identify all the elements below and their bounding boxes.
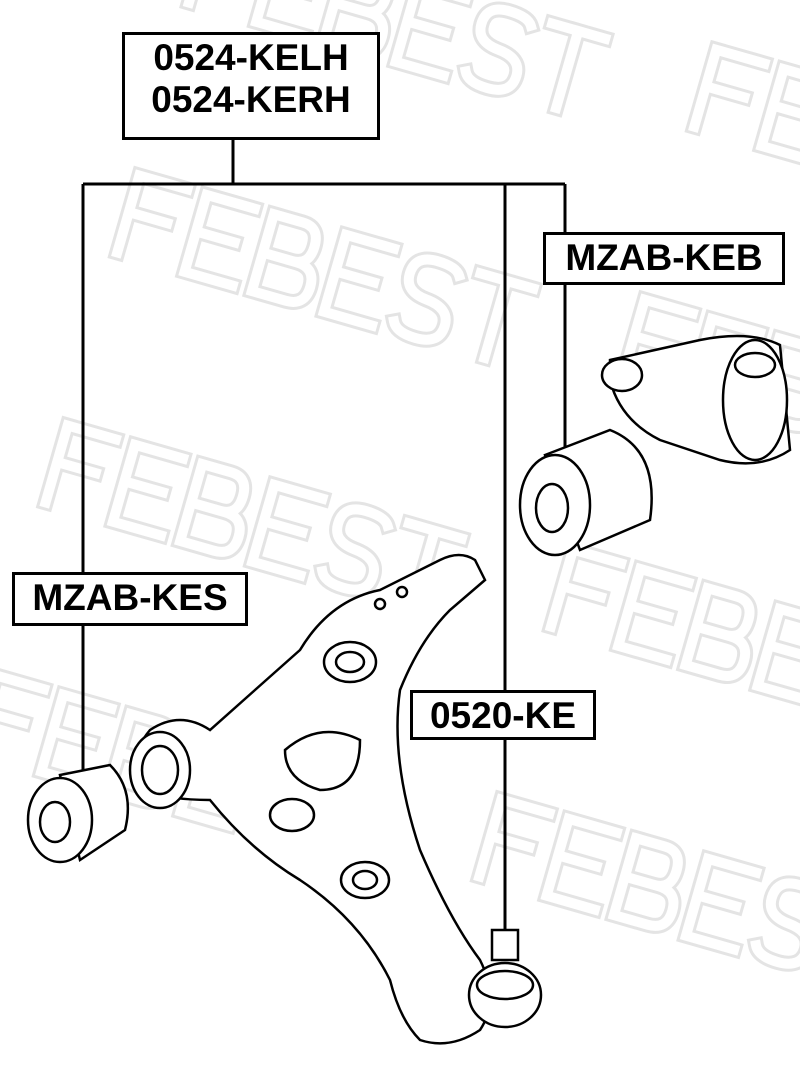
- rear-bushing: [518, 334, 792, 557]
- label-ball-joint: 0520-KE: [410, 690, 596, 740]
- control-arm: [128, 553, 492, 1045]
- front-bushing: [26, 763, 130, 864]
- label-control-arm: 0524-KELH 0524-KERH: [122, 32, 380, 140]
- ball-joint: [467, 928, 543, 1029]
- part-number-right: 0524-KERH: [151, 79, 351, 120]
- label-rear-bushing: MZAB-KEB: [543, 232, 785, 285]
- label-front-bushing: MZAB-KES: [12, 572, 248, 626]
- part-number-left: 0524-KELH: [153, 37, 349, 78]
- leader-lines: [81, 140, 567, 935]
